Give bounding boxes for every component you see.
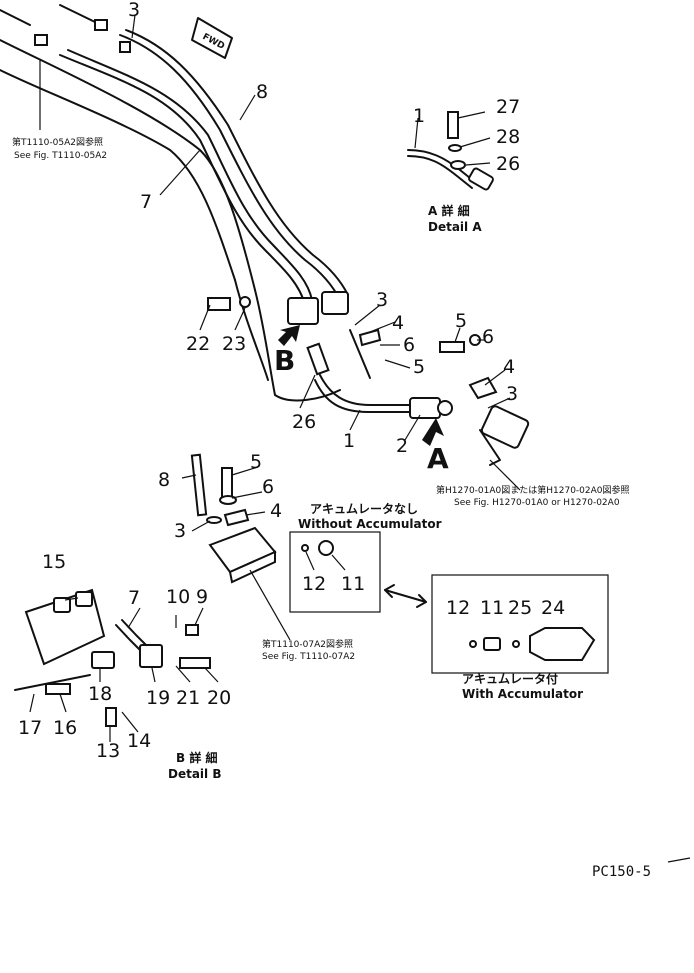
callout-4: 4	[392, 312, 404, 334]
detail-a-label-en: Detail A	[428, 220, 482, 234]
callout-3: 3	[128, 0, 140, 21]
callout-2: 2	[396, 435, 408, 457]
callout-17: 17	[18, 717, 42, 739]
callout-20: 20	[207, 687, 231, 709]
detail-a-label-jp: A 詳 細	[428, 203, 470, 218]
ref-note-1-jp: 第T1110-05A2図参照	[12, 136, 103, 148]
callout-8: 8	[256, 81, 268, 103]
callout-13: 13	[96, 740, 120, 762]
detail-b-label-en: Detail B	[168, 767, 221, 781]
ref-note-1-en: See Fig. T1110-05A2	[14, 151, 107, 161]
fwd-marker: FWD	[201, 32, 226, 52]
ref-note-2-en: See Fig. H1270-01A0 or H1270-02A0	[454, 498, 620, 508]
callout-27: 27	[496, 96, 520, 118]
callout-26: 26	[496, 153, 520, 175]
callout-26: 26	[292, 411, 316, 433]
callout-9: 9	[196, 586, 208, 608]
ref-note-2-jp: 第H1270-01A0図または第H1270-02A0図参照	[436, 484, 630, 496]
detail-a-hose	[407, 111, 494, 191]
without-accumulator-en: Without Accumulator	[298, 517, 442, 531]
double-arrow	[384, 584, 427, 608]
callout-6: 6	[403, 334, 415, 356]
callout-11: 11	[480, 597, 504, 619]
leader-lines	[29, 14, 521, 742]
callout-19: 19	[146, 687, 170, 709]
with-accumulator-en: With Accumulator	[462, 687, 583, 701]
callout-24: 24	[541, 597, 565, 619]
ref-note-3-jp: 第T1110-07A2図参照	[262, 638, 353, 650]
callout-10: 10	[166, 586, 190, 608]
view-marker-a: A	[427, 442, 449, 475]
callout-18: 18	[88, 683, 112, 705]
arrow-a	[422, 418, 444, 446]
valve-block	[190, 453, 291, 641]
with-accumulator-box	[431, 574, 609, 674]
callout-5: 5	[455, 310, 467, 332]
callout-6: 6	[262, 476, 274, 498]
callout-28: 28	[496, 126, 520, 148]
callout-3: 3	[174, 520, 186, 542]
callout-7: 7	[128, 587, 140, 609]
callout-14: 14	[127, 730, 151, 752]
without-accumulator-box	[289, 531, 381, 613]
callout-3: 3	[376, 289, 388, 311]
detail-b-label-jp: B 詳 細	[176, 750, 218, 765]
view-marker-b: B	[274, 344, 295, 377]
main-fittings	[34, 17, 530, 466]
callout-1: 1	[413, 105, 425, 127]
callout-6: 6	[482, 326, 494, 348]
callout-5: 5	[413, 356, 425, 378]
with-accumulator-jp: アキュムレータ付	[462, 671, 558, 686]
hose-7-and-8	[59, 29, 349, 306]
callout-3: 3	[506, 383, 518, 405]
hose-1	[314, 374, 421, 413]
corner-mark	[667, 857, 691, 863]
callout-8: 8	[158, 469, 170, 491]
detail-b-block	[14, 588, 211, 727]
callout-4: 4	[503, 356, 515, 378]
model-code: PC150-5	[592, 864, 651, 880]
callout-12: 12	[446, 597, 470, 619]
callout-21: 21	[176, 687, 200, 709]
callout-7: 7	[140, 191, 152, 213]
callout-4: 4	[270, 500, 282, 522]
boom-outline	[0, 4, 341, 402]
callout-23: 23	[222, 333, 246, 355]
without-accumulator-jp: アキュムレータなし	[310, 502, 418, 516]
callout-15: 15	[42, 551, 66, 573]
callout-1: 1	[343, 430, 355, 452]
callout-16: 16	[53, 717, 77, 739]
callouts: 3 8 7 1 27 28 26 22 23 26 1 3 4 6 5 2 5 …	[18, 0, 565, 762]
callout-12: 12	[302, 573, 326, 595]
ref-note-3-en: See Fig. T1110-07A2	[262, 652, 355, 662]
callout-11: 11	[341, 573, 365, 595]
arrow-b	[278, 325, 300, 346]
callout-5: 5	[250, 451, 262, 473]
callout-22: 22	[186, 333, 210, 355]
callout-25: 25	[508, 597, 532, 619]
